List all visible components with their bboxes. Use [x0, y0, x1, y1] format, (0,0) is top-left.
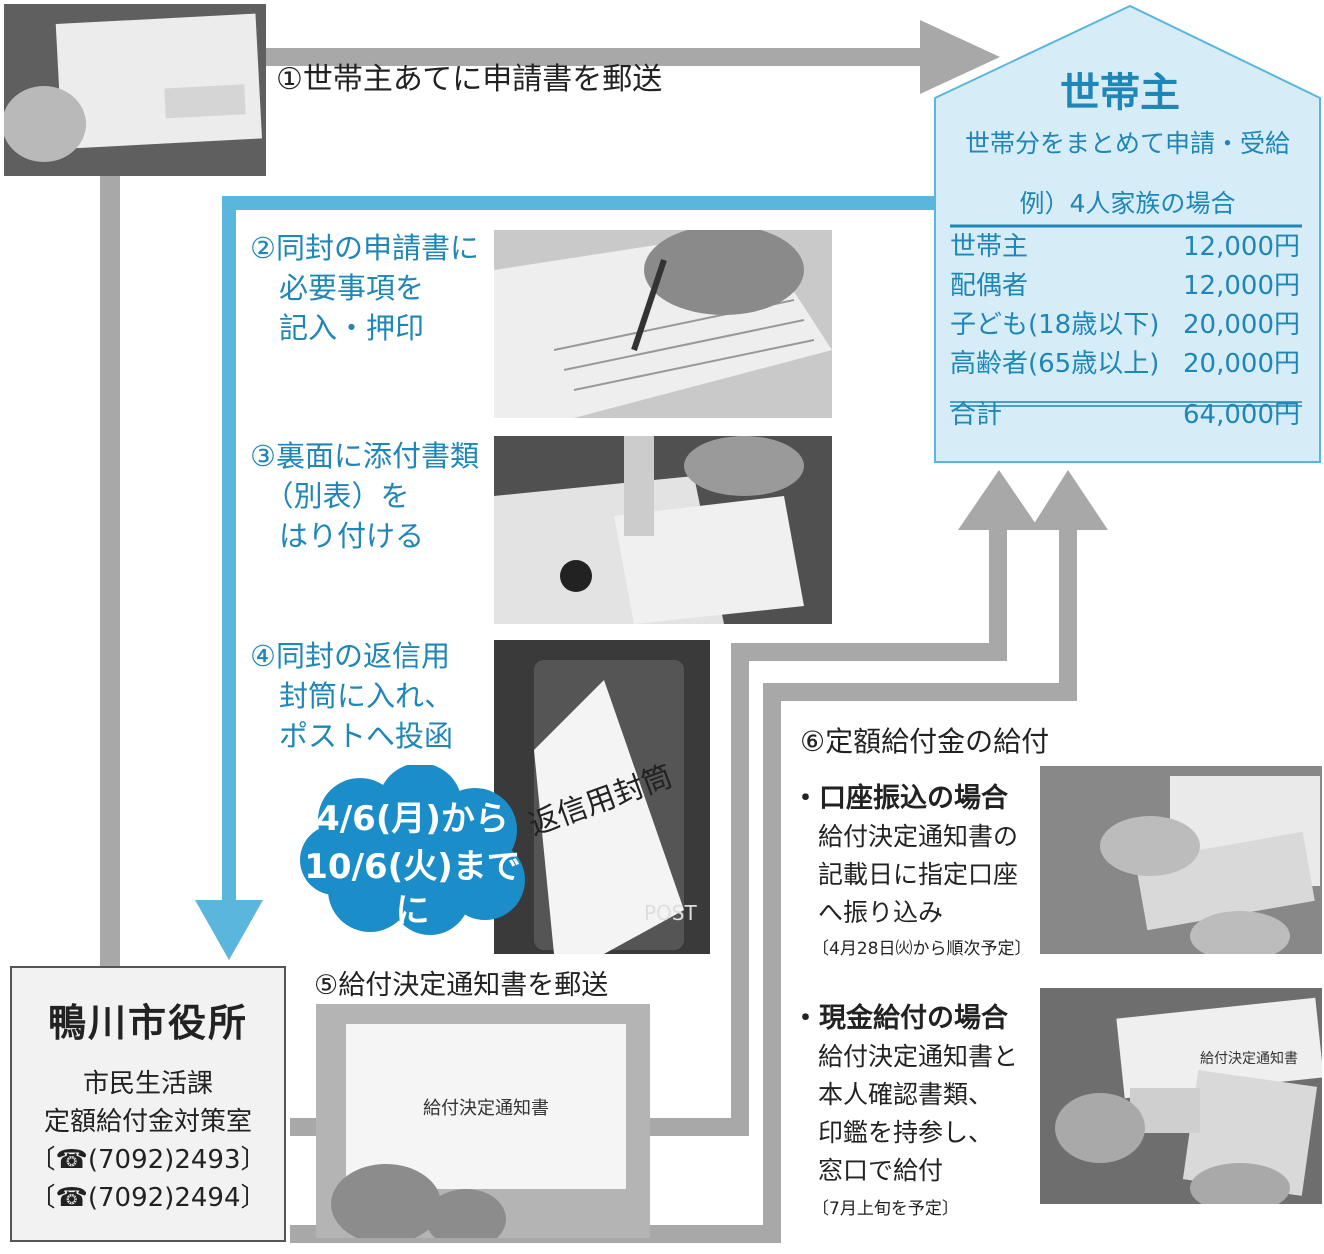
step-2-label: ②同封の申請書に 必要事項を 記入・押印: [250, 231, 479, 345]
transfer-heading: ・口座振込の場合: [792, 783, 1008, 814]
cash-heading: ・現金給付の場合: [792, 1003, 1008, 1034]
deadline-cloud: 4/6(月)から 10/6(火)までに: [300, 763, 525, 935]
photo-attaching-documents: [494, 436, 832, 624]
photo-postbox: 返信用封筒 POST: [494, 640, 710, 954]
transfer-body: 給付決定通知書の 記載日に指定口座 へ振り込み: [818, 822, 1019, 927]
photo-mailed-envelope: [4, 4, 266, 176]
deadline-line-2: 10/6(火)までに: [304, 847, 521, 931]
photo-cash-payment: 給付決定通知書: [1040, 988, 1322, 1204]
notice-envelope-text: 給付決定通知書: [423, 1098, 549, 1119]
step-5-label: ⑤給付決定通知書を郵送: [314, 970, 609, 1001]
arrow-blue-vertical: [222, 196, 236, 906]
post-text: POST: [644, 901, 697, 925]
household-title: 世帯主: [1060, 70, 1180, 116]
cityhall-tel-1: 〔☎(7092)2493〕: [29, 1145, 267, 1175]
household-example: 例）4人家族の場合: [1019, 189, 1236, 218]
arrow-step5-head: [958, 470, 1040, 530]
arrow-step1-shaft: [265, 48, 940, 66]
notice-photo-text: 給付決定通知書: [1200, 1050, 1298, 1067]
cityhall-tel-2: 〔☎(7092)2494〕: [29, 1183, 267, 1213]
cash-note: 〔7月上旬を予定〕: [812, 1199, 959, 1219]
step-6-label: ⑥定額給付金の給付: [800, 725, 1050, 758]
arrow-blue-horizontal: [222, 196, 936, 210]
photo-notice-letter: 給付決定通知書: [316, 1004, 650, 1238]
deadline-line-1: 4/6(月)から: [316, 799, 509, 839]
photo-bank-transfer: [1040, 766, 1322, 954]
cityhall-box: 鴨川市役所 市民生活課 定額給付金対策室 〔☎(7092)2493〕 〔☎(70…: [10, 966, 286, 1242]
cash-body: 給付決定通知書と 本人確認書類、 印鑑を持参し、 窓口で給付: [818, 1042, 1019, 1185]
arrow-step6-head: [1030, 470, 1108, 530]
cityhall-dept: 市民生活課: [82, 1069, 213, 1099]
step-4-label: ④同封の返信用 封筒に入れ、 ポストへ投函: [250, 639, 454, 753]
transfer-note: 〔4月28日㈫から順次予定〕: [812, 939, 1032, 959]
step-3-label: ③裏面に添付書類 （別表）を はり付ける: [250, 439, 479, 553]
household-subtitle: 世帯分をまとめて申請・受給: [964, 129, 1290, 158]
household-row: 子ども(18歳以下)20,000円: [950, 310, 1300, 340]
cityhall-name: 鴨川市役所: [47, 1001, 248, 1045]
arrow-step1-head: [920, 20, 1000, 94]
household-house: [934, 4, 1321, 463]
step-1-label: ①世帯主あてに申請書を郵送: [276, 62, 663, 97]
household-row: 高齢者(65歳以上)20,000円: [950, 349, 1300, 379]
photo-filling-form: [494, 230, 832, 418]
connector-left: [100, 175, 120, 967]
arrow-blue-head: [195, 900, 263, 960]
cityhall-office: 定額給付金対策室: [43, 1107, 252, 1137]
